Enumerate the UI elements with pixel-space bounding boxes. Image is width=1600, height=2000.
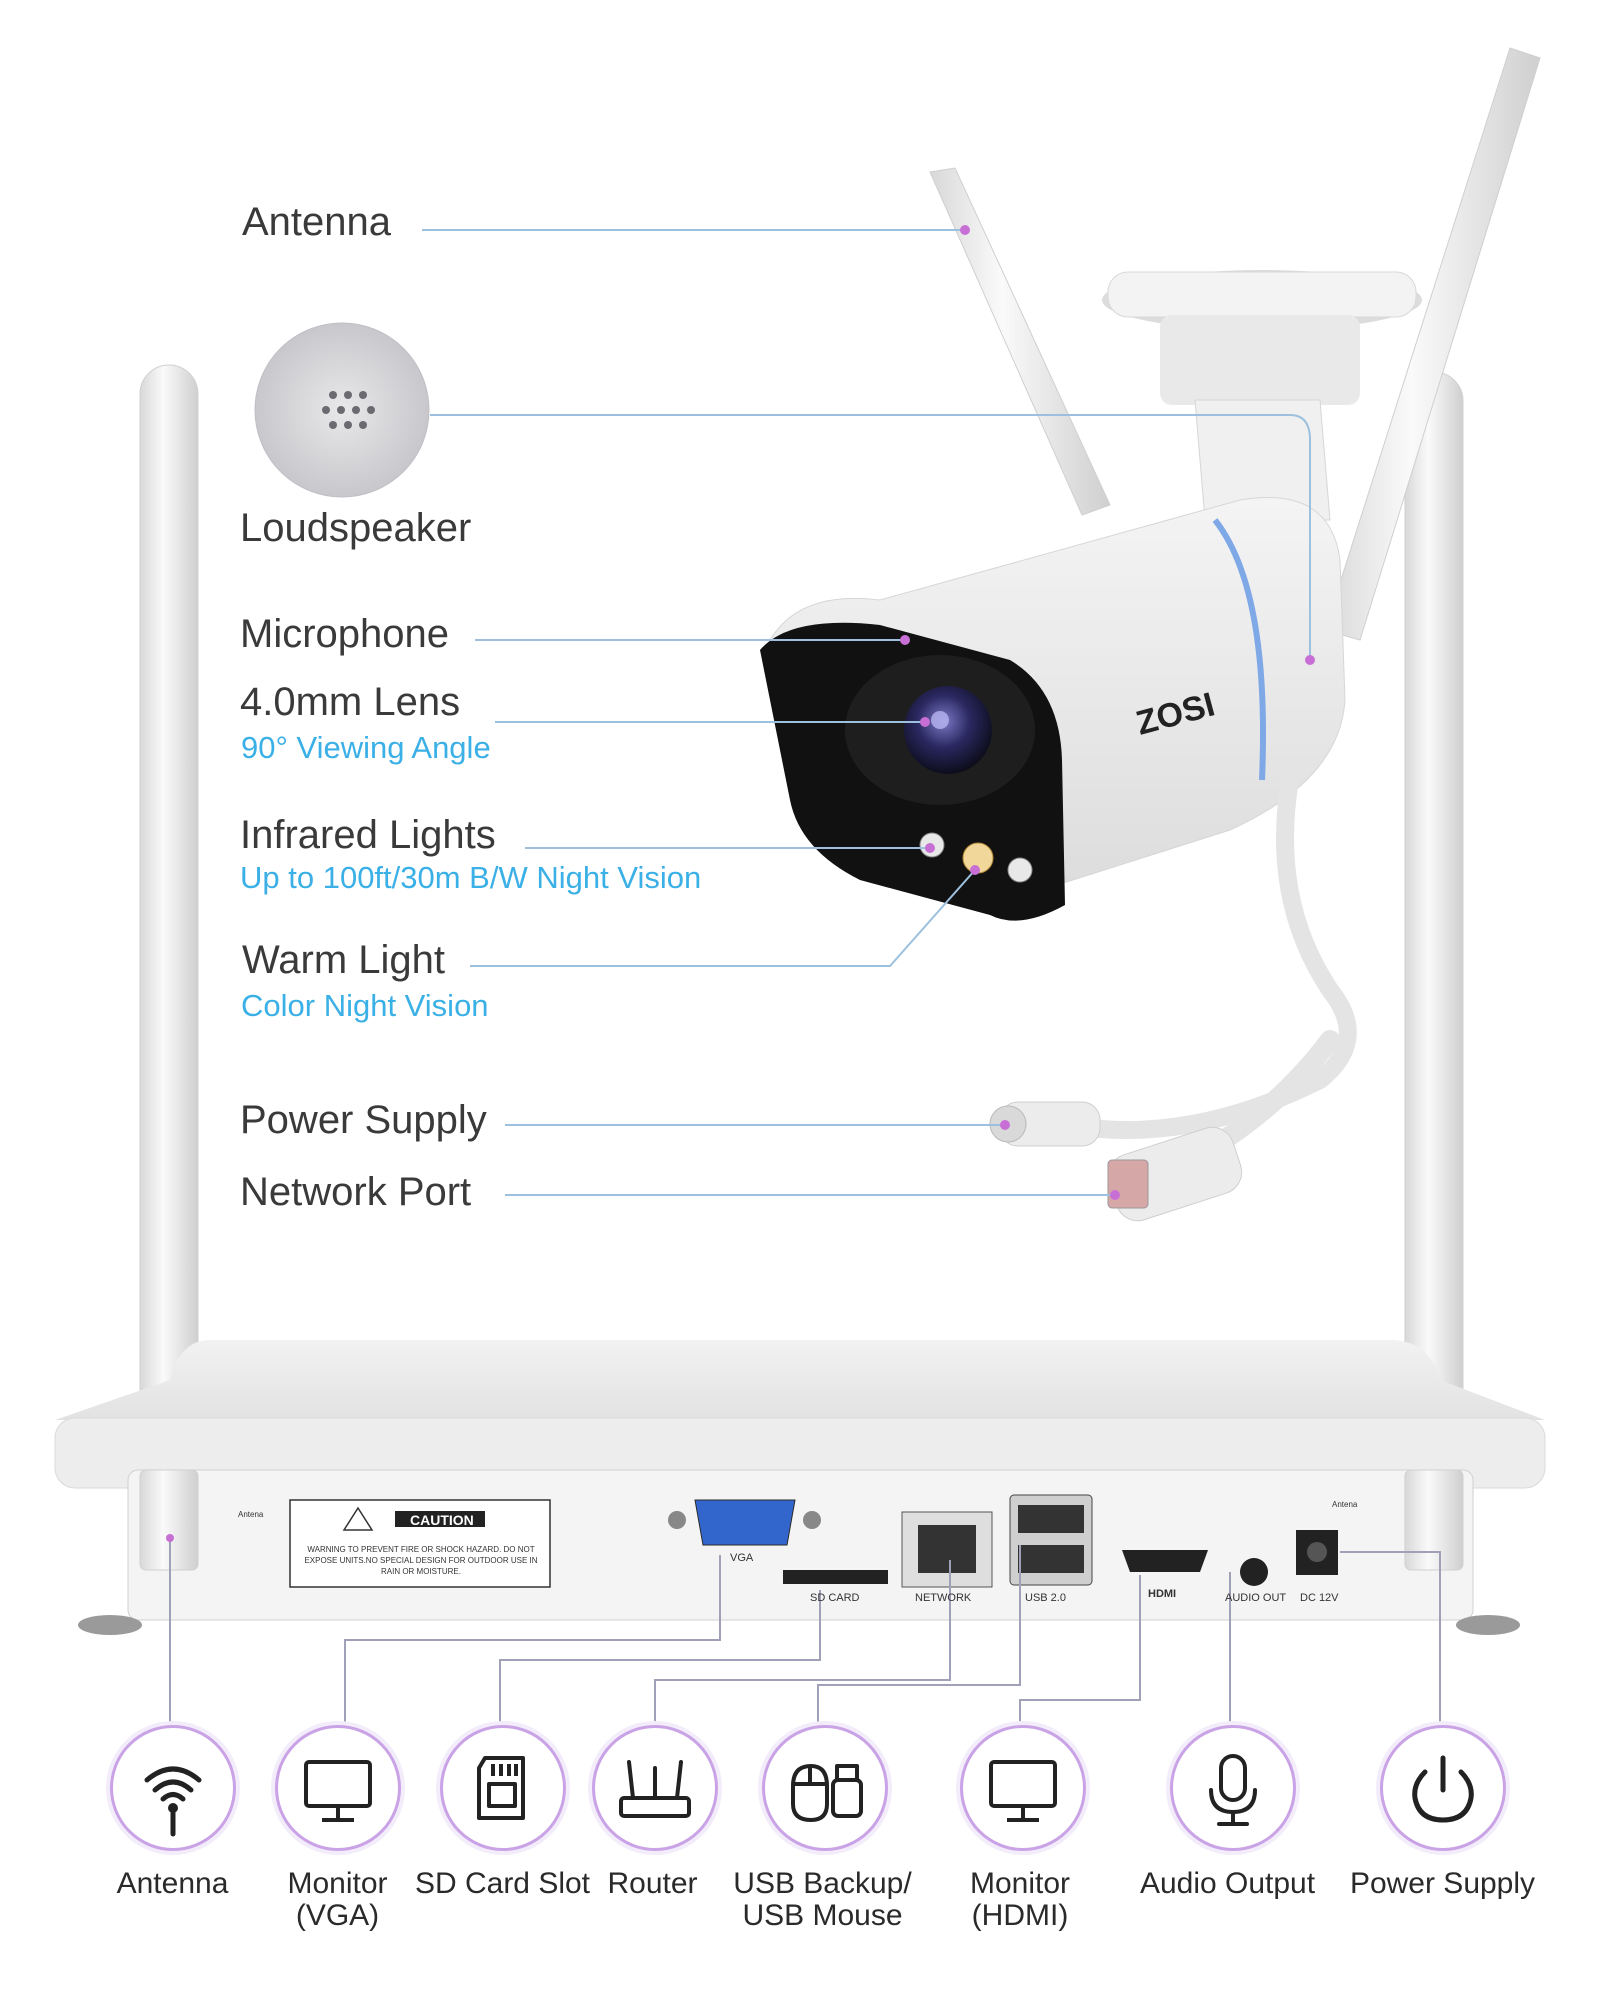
wifi-icon <box>144 1766 202 1837</box>
monitor-icon <box>989 1760 1057 1822</box>
camera-leader-markers <box>900 225 1315 1200</box>
callout-warm-light-sub: Color Night Vision <box>241 988 489 1023</box>
port-audio-out: AUDIO OUT <box>1225 1592 1287 1604</box>
port-hdmi: HDMI <box>1148 1588 1177 1600</box>
caption-antenna: Antenna <box>116 1867 229 1900</box>
antenna-label-left: Antena <box>238 1510 264 1519</box>
antenna-circle <box>110 1725 236 1851</box>
caption-usb: USB Backup/ USB Mouse <box>733 1867 912 1932</box>
callout-warm-light: Warm Light <box>242 938 446 982</box>
camera-leader-lines <box>422 229 1311 1196</box>
power-circle <box>1380 1725 1506 1851</box>
port-usb: USB 2.0 <box>1025 1592 1066 1604</box>
caption-monitor-vga: Monitor (VGA) <box>287 1867 388 1932</box>
callout-microphone: Microphone <box>240 612 450 656</box>
callout-network-port: Network Port <box>240 1170 472 1214</box>
camera-cable <box>989 771 1357 1222</box>
camera-antenna-left <box>929 167 1111 516</box>
microphone-icon <box>1209 1754 1257 1826</box>
caption-audio-output: Audio Output <box>1139 1867 1316 1900</box>
router-icon <box>619 1760 691 1818</box>
camera-body: ZOSI <box>760 497 1346 921</box>
caption-sd-card: SD Card Slot <box>414 1867 591 1900</box>
camera-lens <box>904 686 992 774</box>
nvr-connector-lines <box>169 1538 1441 1725</box>
power-icon <box>1412 1755 1474 1823</box>
callout-lens: 4.0mm Lens <box>240 680 461 724</box>
callout-antenna: Antenna <box>242 200 392 244</box>
monitor-vga-circle <box>275 1725 401 1851</box>
antenna-label-right: Antena <box>1332 1500 1358 1509</box>
nvr-connector-markers <box>166 1534 174 1542</box>
sd-card-circle <box>440 1725 566 1851</box>
loudspeaker-inset <box>254 322 430 498</box>
callout-infrared-sub: Up to 100ft/30m B/W Night Vision <box>240 860 702 895</box>
audio-circle <box>1170 1725 1296 1851</box>
callout-lens-sub: 90° Viewing Angle <box>241 730 491 765</box>
callout-power-supply: Power Supply <box>240 1098 487 1142</box>
caption-monitor-hdmi: Monitor (HDMI) <box>969 1867 1071 1932</box>
port-network: NETWORK <box>915 1592 972 1604</box>
port-vga: VGA <box>730 1552 754 1564</box>
camera-mount <box>1102 270 1422 521</box>
monitor-hdmi-circle <box>960 1725 1086 1851</box>
caution-title: CAUTION <box>410 1512 474 1528</box>
sd-card-icon <box>477 1756 525 1820</box>
caution-text: WARNING TO PREVENT FIRE OR SHOCK HAZARD.… <box>304 1545 538 1576</box>
caption-power-supply: Power Supply <box>1349 1867 1536 1900</box>
router-circle <box>592 1725 718 1851</box>
usb-circle <box>762 1725 888 1851</box>
callout-loudspeaker: Loudspeaker <box>240 506 472 550</box>
port-sd-card: SD CARD <box>810 1592 860 1604</box>
nvr-body <box>54 1340 1546 1635</box>
caption-router: Router <box>607 1867 698 1900</box>
port-dc: DC 12V <box>1300 1592 1339 1604</box>
camera-antenna-right <box>1324 47 1541 641</box>
usb-mouse-icon <box>791 1764 863 1822</box>
callout-infrared: Infrared Lights <box>240 813 496 857</box>
monitor-icon <box>304 1760 372 1822</box>
